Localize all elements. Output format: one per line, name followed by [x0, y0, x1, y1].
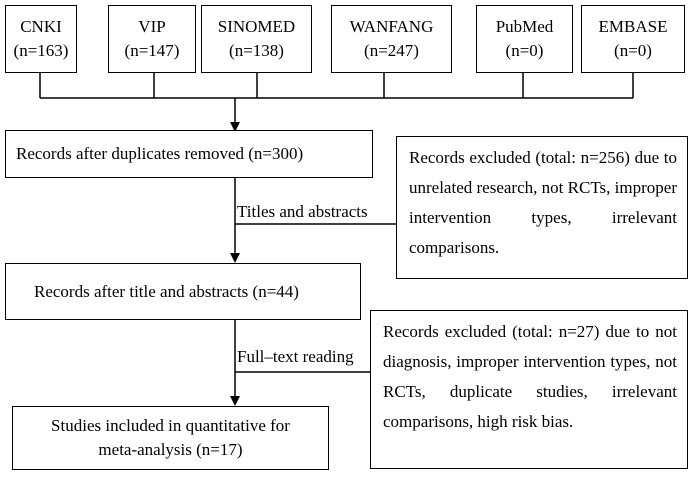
source-box-cnki: CNKI (n=163) — [5, 5, 77, 73]
source-box-wanfang: WANFANG (n=247) — [331, 5, 452, 73]
exclusion-text-fulltext: Records excluded (total: n=27) due to no… — [383, 322, 677, 431]
title-abstract-text: Records after title and abstracts (n=44) — [34, 281, 299, 301]
included-studies-line2: meta-analysis (n=17) — [98, 440, 243, 459]
included-studies-line1: Studies included in quantitative for — [51, 416, 290, 435]
duplicates-removed-box: Records after duplicates removed (n=300) — [5, 130, 373, 178]
source-name: SINOMED — [217, 17, 296, 36]
source-box-sinomed: SINOMED (n=138) — [201, 5, 312, 73]
duplicates-removed-text: Records after duplicates removed (n=300) — [16, 144, 304, 163]
source-box-embase: EMBASE (n=0) — [581, 5, 685, 73]
screening-stage-label: Titles and abstracts — [237, 202, 368, 222]
source-box-vip: VIP (n=147) — [108, 5, 196, 73]
exclusion-box-fulltext: Records excluded (total: n=27) due to no… — [370, 310, 688, 469]
source-count: (n=163) — [13, 41, 69, 60]
fulltext-stage-label: Full–text reading — [237, 347, 354, 367]
exclusion-text-screening: Records excluded (total: n=256) due to u… — [409, 148, 677, 257]
source-name: VIP — [138, 17, 166, 36]
source-name: EMBASE — [598, 17, 668, 36]
source-count: (n=138) — [229, 41, 284, 60]
source-count: (n=0) — [614, 41, 652, 60]
exclusion-box-screening: Records excluded (total: n=256) due to u… — [396, 136, 688, 279]
source-count: (n=0) — [505, 41, 544, 60]
title-abstract-box: Records after title and abstracts (n=44) — [5, 263, 361, 320]
source-count: (n=247) — [364, 41, 419, 60]
source-box-pubmed: PubMed (n=0) — [476, 5, 573, 73]
source-name: WANFANG — [349, 17, 434, 36]
source-count: (n=147) — [124, 41, 180, 60]
source-name: CNKI — [20, 17, 62, 36]
included-studies-box: Studies included in quantitative for met… — [12, 406, 329, 470]
source-name: PubMed — [495, 17, 554, 36]
